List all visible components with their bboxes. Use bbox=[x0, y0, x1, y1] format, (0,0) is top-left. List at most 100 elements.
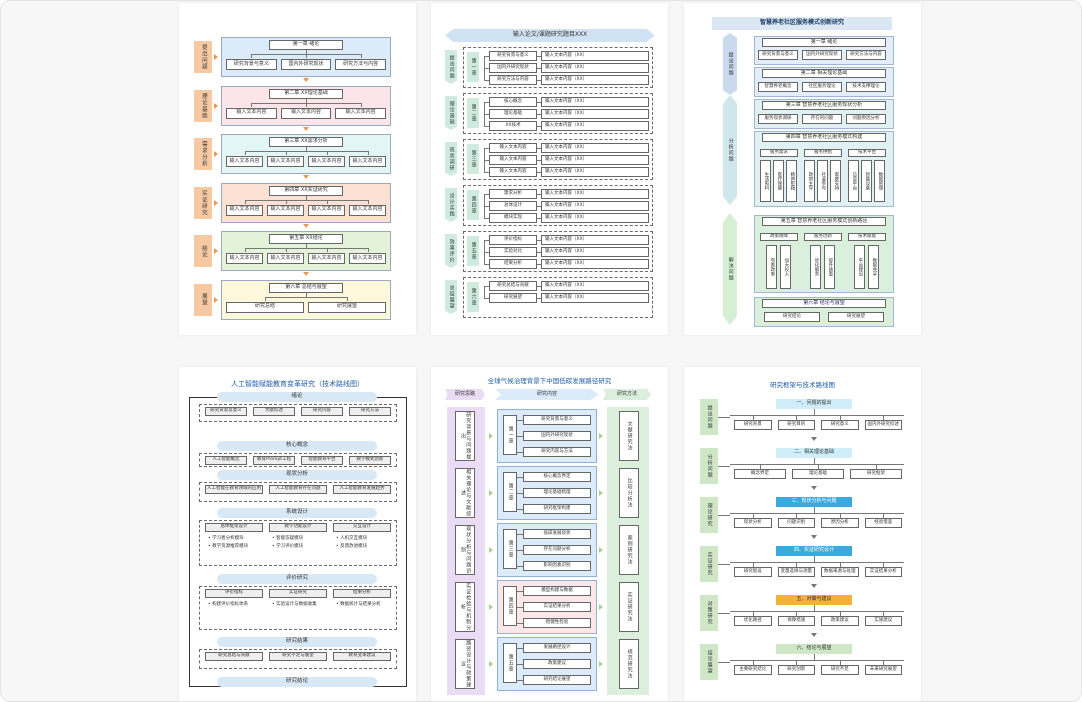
connector-line bbox=[718, 662, 730, 663]
row-item: 研究不足 bbox=[821, 665, 859, 675]
stage-label: 现状调研 bbox=[445, 142, 457, 176]
connector-line bbox=[796, 562, 798, 567]
arrow-down-icon bbox=[303, 223, 309, 228]
bullet-text: • 数据统计与结果分析 bbox=[336, 602, 381, 607]
chapter-item: 稳健性检验 bbox=[523, 618, 591, 628]
thought-box: 相关理论与文献综述 bbox=[455, 468, 475, 518]
connector-line bbox=[484, 194, 489, 195]
section-item: 智能教育平台 bbox=[301, 456, 343, 465]
connector-line bbox=[537, 56, 541, 57]
connector-line bbox=[537, 80, 541, 81]
stage-label: 实证研究 bbox=[700, 546, 718, 582]
diagram-title: 研究框架与技术路线图 bbox=[770, 381, 835, 389]
stage-item: 输入文本内容 bbox=[267, 253, 304, 264]
sub-head: 结果分析 bbox=[333, 589, 391, 598]
topic-desc: 输入文本内容（XX） bbox=[541, 293, 649, 303]
template-card-4[interactable]: 人工智能赋能教育变革研究（技术路线图）绪论研究背景及意义文献综述研究内容研究方法… bbox=[179, 367, 416, 701]
connector-line bbox=[367, 151, 369, 155]
connector-line bbox=[367, 199, 369, 204]
arrow-right-icon bbox=[599, 661, 603, 667]
connector-line bbox=[517, 420, 523, 421]
connector-line bbox=[484, 252, 489, 253]
column-item: 提升质量 bbox=[824, 245, 835, 289]
topic-box: 研究方法与内容 bbox=[489, 75, 537, 85]
topic-box: 模块实现 bbox=[489, 213, 537, 223]
row-item: 概念界定 bbox=[734, 469, 786, 479]
section-item: 研究背景与意义 bbox=[758, 50, 798, 60]
section-item: 研究方法 bbox=[349, 407, 391, 416]
arrow-down-icon bbox=[811, 584, 817, 588]
stage-label: 结论展望 bbox=[700, 644, 718, 680]
connector-line bbox=[537, 206, 541, 207]
chapter-label: 第六章 bbox=[467, 282, 479, 312]
connector-line bbox=[752, 415, 754, 420]
connector-line bbox=[517, 664, 523, 665]
chapter-label: 第一章 bbox=[503, 415, 517, 455]
connector-line bbox=[517, 534, 523, 535]
column-head: 服务需求 bbox=[760, 149, 798, 157]
chapter-label: 第一章 bbox=[467, 52, 479, 82]
connector-line bbox=[484, 298, 489, 299]
diagram-title: 人工智能赋能教育变革研究（技术路线图） bbox=[231, 380, 364, 388]
connector-line bbox=[718, 466, 730, 467]
topic-desc: 输入文本内容（XX） bbox=[541, 97, 649, 107]
connector-line bbox=[718, 564, 730, 565]
template-card-5[interactable]: 全球气候治理背景下中国低碳发展路径研究研究思路研究内容研究方法研究背景与问题提出… bbox=[431, 367, 668, 701]
connector-line bbox=[484, 194, 485, 218]
section-item: 智慧养老概念 bbox=[758, 82, 798, 92]
section-item: 文献综述 bbox=[253, 407, 295, 416]
connector-line bbox=[285, 199, 287, 204]
bullet-text: • 智能答疑模块 bbox=[272, 536, 304, 541]
template-card-1[interactable]: 提出问题第一章 绪论研究背景与意义国内外研究现状研究方法与内容理论基础第二章 X… bbox=[179, 3, 416, 335]
stage-label: 提出问题 bbox=[445, 50, 457, 84]
connector-line bbox=[484, 240, 485, 264]
section-head: 研究结果 bbox=[217, 637, 377, 647]
connector-line bbox=[876, 464, 877, 469]
connector-line bbox=[537, 264, 541, 265]
connector-line bbox=[883, 660, 885, 665]
connector-line bbox=[718, 613, 730, 614]
connector-line bbox=[537, 160, 541, 161]
connector-line bbox=[517, 509, 523, 510]
connector-line bbox=[251, 54, 253, 58]
row-item: 研究假设 bbox=[734, 567, 772, 577]
row-item: 研究背景 bbox=[734, 420, 772, 430]
connector-line bbox=[517, 680, 523, 681]
section-head: 核心概念 bbox=[217, 441, 377, 451]
arrow-right-icon bbox=[214, 248, 218, 254]
template-card-6[interactable]: 研究框架与技术路线图提出问题一、问题的提出研究背景研究目的研究意义国内外研究综述… bbox=[684, 367, 921, 701]
connector-line bbox=[839, 611, 841, 616]
stage-item: 输入文本内容 bbox=[226, 107, 277, 119]
arrow-down-icon bbox=[811, 437, 817, 441]
connector-line bbox=[752, 611, 754, 616]
row-item: 保障措施 bbox=[777, 616, 815, 626]
arrow-right-icon bbox=[489, 547, 493, 553]
column-item: 完善政策 bbox=[766, 245, 777, 289]
topic-box: 评价指标 bbox=[489, 235, 537, 245]
connector-line bbox=[285, 248, 287, 252]
connector-line bbox=[517, 477, 523, 478]
arrow-down-icon bbox=[303, 78, 309, 82]
stage-item: 输入文本内容 bbox=[226, 156, 263, 167]
footer-pill: 研究结论 bbox=[217, 677, 377, 687]
section-title: 第五章 智慧养老社区服务模式创新路径 bbox=[762, 217, 886, 226]
column-item: 医疗保健 bbox=[773, 160, 784, 202]
arrow-down-icon bbox=[811, 486, 817, 490]
connector-line bbox=[251, 102, 361, 104]
connector-line bbox=[306, 292, 307, 297]
column-item: 社会参与 bbox=[817, 160, 828, 202]
row-head: 三、现状分析与问题 bbox=[776, 497, 852, 507]
section-item: 研究总结与贡献 bbox=[205, 652, 263, 661]
topic-desc: 输入文本内容（XX） bbox=[541, 189, 649, 199]
connector-line bbox=[814, 458, 815, 464]
arrow-right-icon bbox=[599, 490, 603, 496]
arrow-down-icon bbox=[303, 175, 309, 179]
stage-band bbox=[221, 231, 391, 271]
research-title: 输入论文/课题研究题目XXX bbox=[445, 29, 655, 42]
connector-line bbox=[537, 114, 541, 115]
connector-line bbox=[326, 248, 328, 252]
template-card-3[interactable]: 智慧养老社区服务模式创新研究提出问题分析问题解决问题第一章 绪论研究背景与意义国… bbox=[684, 3, 921, 335]
row-item: 研究意义 bbox=[821, 420, 859, 430]
row-item: 经验借鉴 bbox=[864, 518, 902, 528]
